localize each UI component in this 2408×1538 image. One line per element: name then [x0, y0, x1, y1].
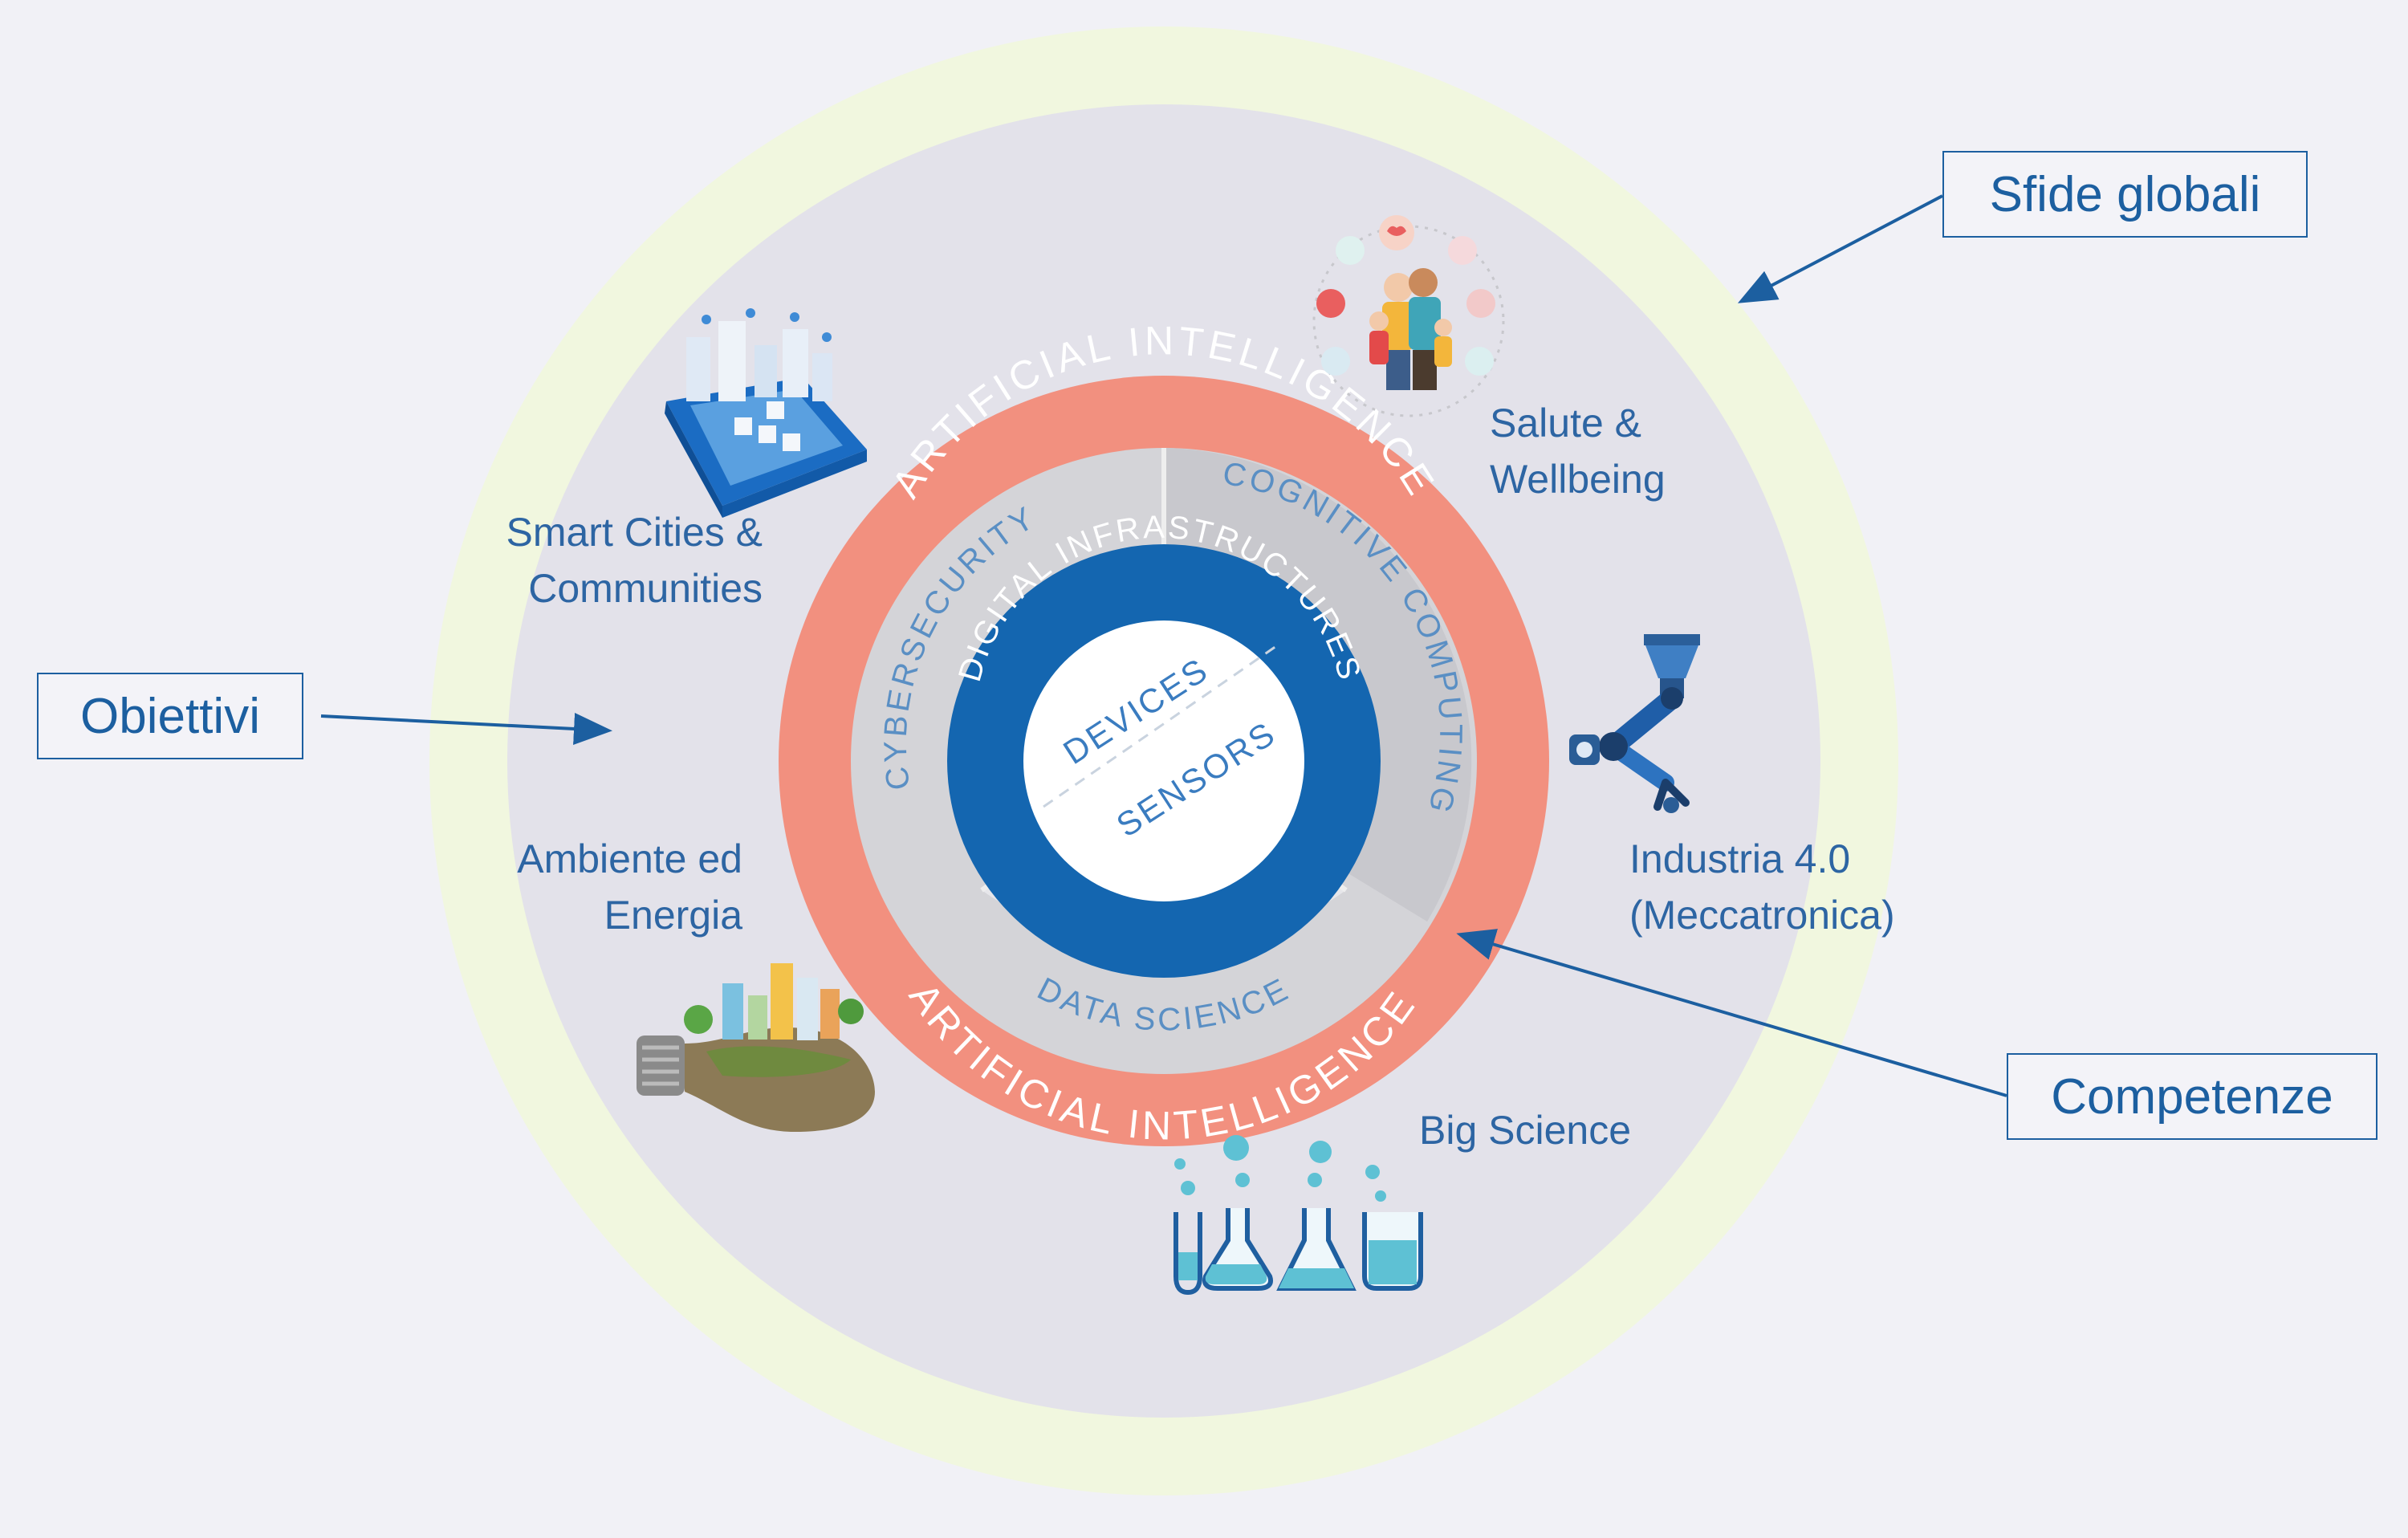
- robot-arm-icon: [1569, 634, 1700, 813]
- core-divider: [1043, 645, 1277, 808]
- smart-cities-label: Smart Cities & Communities: [458, 504, 763, 616]
- smart-cities-line-2: Communities: [528, 566, 763, 611]
- competenze-box: Competenze: [2007, 1053, 2377, 1140]
- big-science-line: Big Science: [1419, 1108, 1632, 1153]
- industria-label: Industria 4.0 (Meccatronica): [1629, 831, 1967, 943]
- sfide-globali-box: Sfide globali: [1942, 151, 2308, 238]
- arrow-sfide-globali: [1737, 194, 1943, 303]
- ambiente-line-2: Energia: [604, 893, 742, 938]
- lab-flasks-icon: [1173, 1135, 1423, 1296]
- arrow-obiettivi: [320, 713, 612, 745]
- arrow-competenze: [1456, 929, 2007, 1097]
- smart-cities-line-1: Smart Cities &: [506, 510, 763, 555]
- sfide-globali-label: Sfide globali: [1989, 166, 2261, 222]
- industria-line-1: Industria 4.0: [1629, 836, 1851, 881]
- salute-line-2: Wellbeing: [1490, 457, 1666, 502]
- core-circle: [1023, 620, 1304, 901]
- salute-line-1: Salute &: [1490, 401, 1642, 446]
- obiettivi-box: Obiettivi: [37, 673, 303, 759]
- obiettivi-label: Obiettivi: [80, 688, 260, 744]
- competenze-label: Competenze: [2051, 1068, 2333, 1125]
- salute-label: Salute & Wellbeing: [1490, 395, 1811, 507]
- smart-city-icon: [665, 308, 867, 518]
- big-science-label: Big Science: [1419, 1102, 1740, 1158]
- ambiente-label: Ambiente ed Energia: [449, 831, 742, 943]
- health-family-icon: [1312, 215, 1505, 417]
- eco-lightbulb-icon: [637, 963, 875, 1132]
- ambiente-line-1: Ambiente ed: [517, 836, 742, 881]
- industria-line-2: (Meccatronica): [1629, 893, 1895, 938]
